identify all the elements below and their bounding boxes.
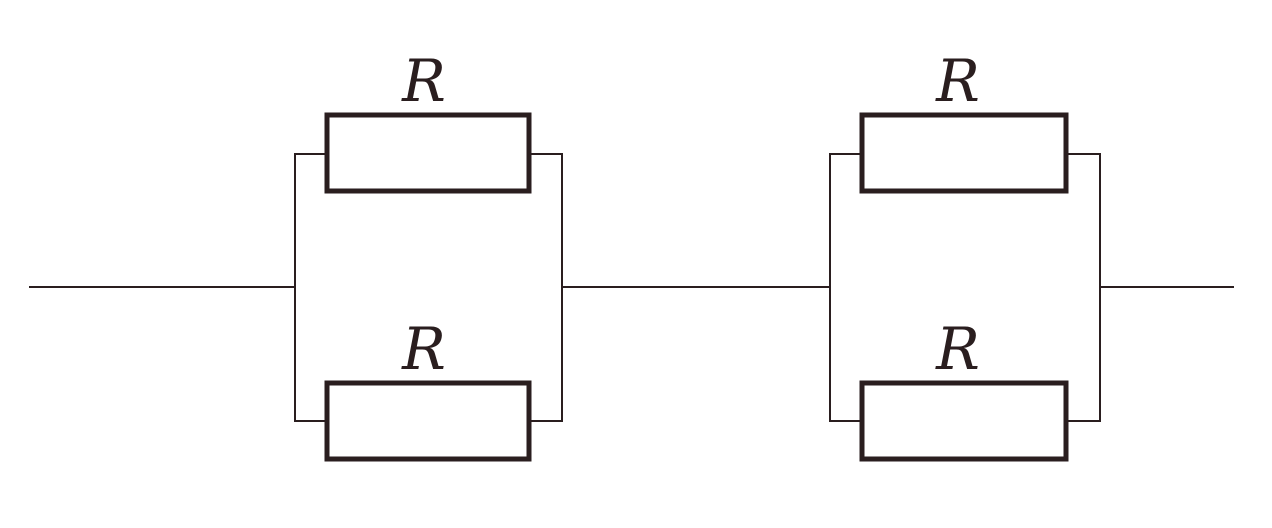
resistor-label: R <box>935 47 980 115</box>
resistor-label: R <box>401 315 446 383</box>
resistor-1-bottom <box>324 380 532 462</box>
parallel-group-2: R R <box>829 47 1101 462</box>
resistor-2-bottom <box>859 380 1069 462</box>
resistor-label: R <box>401 47 446 115</box>
resistor-label: R <box>935 315 980 383</box>
parallel-group-1: R R <box>294 47 563 462</box>
resistor-2-top <box>859 112 1069 194</box>
resistor-1-top <box>324 112 532 194</box>
